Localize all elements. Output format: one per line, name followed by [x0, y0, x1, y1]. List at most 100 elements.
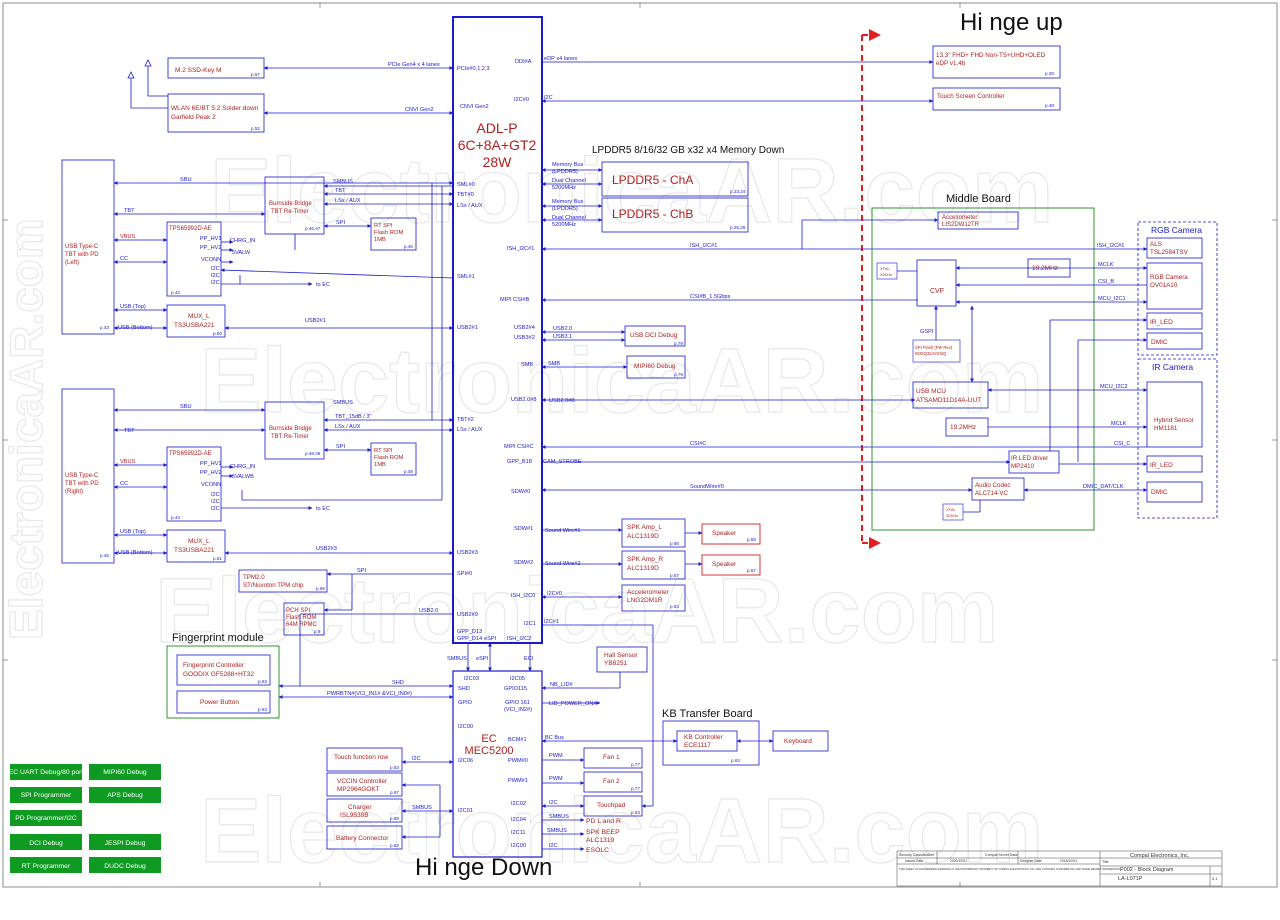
svg-text:USB DCI Debug: USB DCI Debug	[630, 332, 678, 339]
svg-text:PWM#1: PWM#1	[508, 778, 528, 784]
svg-text:MUX_L: MUX_L	[188, 313, 210, 320]
ec-block: EC MEC5200	[452, 670, 543, 858]
svg-text:THIS SHEET OF ENGINEERING DRAW: THIS SHEET OF ENGINEERING DRAWING IS THE…	[899, 867, 1121, 871]
svg-text:19.2MHz: 19.2MHz	[1032, 265, 1058, 272]
debug-button-5[interactable]: PD Programmer/I2C	[10, 810, 82, 826]
lpddr-a-block: LPDDR5 - ChA p.23,24	[601, 161, 749, 197]
svg-text:LSx / AUX: LSx / AUX	[335, 198, 361, 204]
svg-text:32KHz: 32KHz	[946, 513, 958, 518]
svg-text:PP_HV2: PP_HV2	[200, 470, 221, 476]
svg-text:Flash ROM: Flash ROM	[374, 230, 403, 236]
svg-text:to EC: to EC	[316, 506, 330, 512]
svg-text:MIPI CSI#C: MIPI CSI#C	[504, 444, 534, 450]
svg-text:p.63: p.63	[670, 604, 679, 609]
middle-board	[871, 207, 1095, 531]
svg-text:SMBUS: SMBUS	[333, 400, 353, 406]
svg-text:CNVI Gen2: CNVI Gen2	[405, 107, 434, 113]
svg-text:I2C: I2C	[211, 273, 220, 279]
touch-row-block: Touch function row p.63	[326, 747, 403, 772]
svg-text:p.67: p.67	[251, 72, 260, 77]
svg-text:(Right): (Right)	[65, 489, 83, 495]
svg-text:Compal Electronics, Inc.: Compal Electronics, Inc.	[1130, 853, 1190, 859]
svg-text:p.85: p.85	[390, 816, 399, 821]
middle-board-heading: Middle Board	[946, 193, 1011, 205]
svg-text:SMB: SMB	[521, 362, 533, 368]
svg-text:LPDDR5 - ChA: LPDDR5 - ChA	[612, 173, 693, 187]
svg-text:1MB: 1MB	[374, 237, 386, 243]
svg-text:PCIe Gen4 x 4 lanes: PCIe Gen4 x 4 lanes	[388, 62, 440, 68]
svg-text:VBUS: VBUS	[120, 234, 136, 240]
svg-text:Touch function row: Touch function row	[334, 754, 389, 761]
svg-text:p.52: p.52	[251, 126, 260, 131]
svg-text:(Left): (Left)	[65, 260, 79, 266]
title-block-text: Security Classification Compal Secret Da…	[899, 853, 1218, 882]
svg-text:p.48: p.48	[404, 469, 413, 474]
debug-button-4[interactable]: APS Debug	[89, 787, 161, 803]
svg-text:SMBUS: SMBUS	[412, 805, 432, 811]
svg-text:P002 - Block Diagram: P002 - Block Diagram	[1120, 867, 1174, 873]
svg-text:Dual Channel: Dual Channel	[552, 215, 586, 221]
svg-text:I2C00: I2C00	[511, 843, 526, 849]
svg-text:ElectronicaAR.com: ElectronicaAR.com	[200, 330, 1044, 432]
svg-text:TS3USBA221: TS3USBA221	[174, 322, 215, 329]
svg-text:19.2MHz: 19.2MHz	[950, 424, 976, 431]
svg-text:Touchpad: Touchpad	[597, 802, 626, 809]
svg-text:ALC1319: ALC1319	[586, 837, 615, 844]
svg-text:EC UART Debug/80 port: EC UART Debug/80 port	[9, 769, 84, 776]
cpu-pins: DDI#A I2C#0 CNVI Gen2 PCIe#0,1,2,3 SML#0…	[457, 59, 537, 642]
svg-text:I2C1: I2C1	[524, 621, 536, 627]
debug-button-2[interactable]: MIPI60 Debug	[89, 764, 161, 780]
svg-text:Flash ROM: Flash ROM	[286, 615, 316, 621]
svg-text:Touch Screen Controller: Touch Screen Controller	[937, 93, 1005, 100]
debug-button-8[interactable]: RT Programmer	[10, 857, 82, 873]
svg-text:DMIC_DAT/CLK: DMIC_DAT/CLK	[1083, 484, 1124, 490]
svg-text:I2C00: I2C00	[458, 724, 473, 730]
oled-block: 13.3" FHD+ FHD Non-TS+UHD+OLED eDP v1.4b…	[932, 45, 1061, 79]
svg-text:Sound Wire#2: Sound Wire#2	[545, 561, 580, 567]
svg-text:ISH_I2C2: ISH_I2C2	[507, 636, 531, 642]
svg-text:USB3#2: USB3#2	[514, 335, 535, 341]
svg-text:GPP_B18: GPP_B18	[507, 459, 532, 465]
svg-text:TBT: TBT	[335, 188, 346, 194]
svg-text:DMIC: DMIC	[1151, 489, 1168, 496]
hinge-line	[861, 29, 881, 549]
svg-text:IR_LED: IR_LED	[1150, 319, 1173, 326]
svg-text:USB2#1: USB2#1	[305, 318, 326, 324]
svg-text:SHD: SHD	[392, 680, 404, 686]
debug-button-1[interactable]: EC UART Debug/80 port	[9, 764, 84, 780]
svg-text:I2C: I2C	[549, 843, 558, 849]
debug-button-9[interactable]: DUDC Debug	[89, 857, 161, 873]
hinge-up-heading: Hi nge up	[960, 9, 1063, 36]
svg-text:RT SPI: RT SPI	[374, 448, 393, 454]
svg-text:VCONN: VCONN	[201, 482, 221, 488]
svg-text:ISH_I2C#1: ISH_I2C#1	[1097, 243, 1124, 249]
svg-text:MIPI60 Debug: MIPI60 Debug	[634, 363, 676, 370]
svg-text:I2C: I2C	[211, 499, 220, 505]
svg-text:MP2964GOKT: MP2964GOKT	[337, 786, 380, 793]
svg-text:WLAN 6E/BT 5.2 Solder down: WLAN 6E/BT 5.2 Solder down	[171, 105, 259, 112]
svg-text:p.66: p.66	[316, 586, 325, 591]
svg-text:64M RPMC: 64M RPMC	[286, 622, 318, 628]
usb-dci-block: USB DCI Debug p.79	[624, 325, 686, 347]
svg-text:5VALWB: 5VALWB	[232, 474, 254, 480]
middle-board-labels: MCLK CSI_B MCU_I2C1 MCU_I2C2 MCLK CSI_C …	[1083, 243, 1130, 490]
debug-button-6[interactable]: DCI Debug	[10, 834, 82, 850]
svg-text:TPM2.0: TPM2.0	[243, 574, 265, 581]
svg-text:32KHz: 32KHz	[880, 272, 892, 277]
svg-text:TBT_15dB / 3": TBT_15dB / 3"	[335, 414, 372, 420]
svg-text:MCLK: MCLK	[1098, 262, 1114, 268]
svg-text:PD L and R: PD L and R	[586, 818, 621, 825]
debug-button-3[interactable]: SPI Programmer	[10, 787, 82, 803]
svg-text:MP2410: MP2410	[1011, 463, 1035, 470]
svg-text:CVF: CVF	[930, 288, 944, 295]
debug-button-7[interactable]: JESPI Debug	[89, 834, 161, 850]
svg-text:MEC5200: MEC5200	[465, 745, 514, 757]
svg-text:Flash ROM: Flash ROM	[374, 455, 403, 461]
svg-text:PD Programmer/I2C: PD Programmer/I2C	[15, 815, 77, 822]
svg-text:p.56: p.56	[747, 537, 756, 542]
svg-text:PCH SPI: PCH SPI	[286, 608, 310, 614]
svg-text:p.63: p.63	[731, 758, 740, 763]
svg-text:DUDC Debug: DUDC Debug	[104, 863, 146, 870]
svg-text:USB3.1: USB3.1	[553, 334, 572, 340]
svg-text:2018/10/01: 2018/10/01	[1060, 859, 1077, 863]
